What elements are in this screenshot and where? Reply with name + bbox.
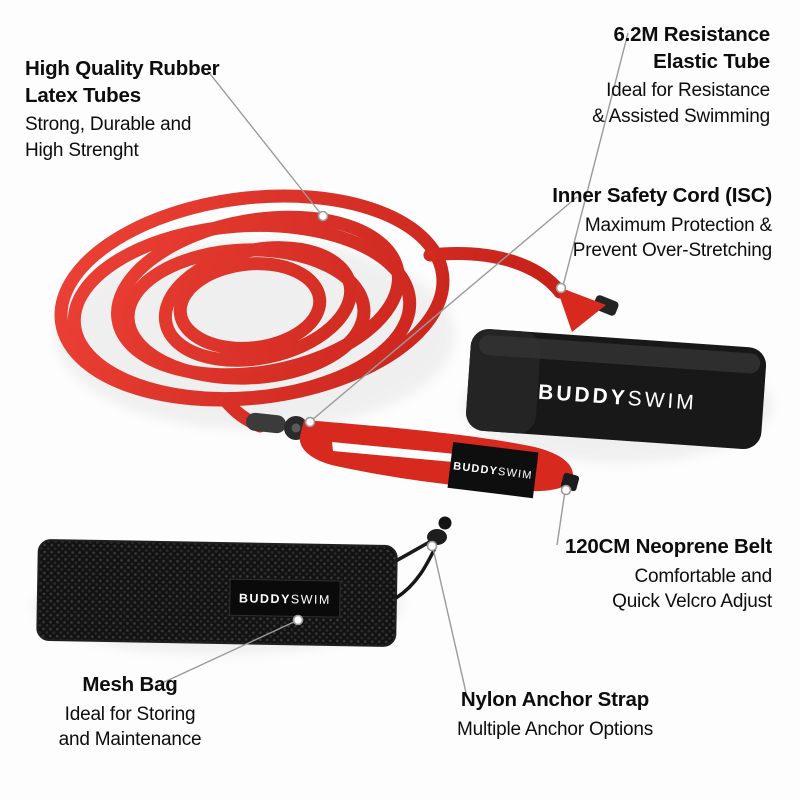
leader-anchor-strap	[432, 547, 468, 698]
leader-latex-tubes	[206, 69, 322, 215]
mesh-bag: BUDDYSWIM	[36, 539, 398, 647]
brand-light: SWIM	[291, 592, 331, 607]
callout-body: Strong, Durable and High Strenght	[25, 114, 192, 162]
leader-mesh-bag	[159, 620, 297, 685]
bag-drawstring-toggle	[393, 516, 452, 600]
callout-body: Ideal for Resistance & Assisted Swimming	[592, 80, 770, 128]
bag-brand-label: BUDDYSWIM	[239, 591, 331, 607]
callout-body: Comfortable and Quick Velcro Adjust	[612, 565, 772, 613]
callout-title: Nylon Anchor Strap	[460, 688, 650, 711]
callout-title: High Quality Rubber Latex Tubes	[25, 57, 220, 107]
callout-body: Multiple Anchor Options	[456, 718, 654, 740]
callout-neoprene-belt: 120CM Neoprene Belt Comfortable and Quic…	[565, 534, 772, 615]
neoprene-belt: BUDDYSWIM	[466, 329, 767, 450]
strap-label-patch	[447, 442, 539, 499]
leader-elastic-tube	[562, 32, 629, 287]
brand-light: SWIM	[497, 466, 533, 482]
tube-belt-attachment-loop	[556, 286, 606, 332]
callout-mesh-bag: Mesh Bag Ideal for Storing and Maintenan…	[50, 672, 210, 753]
callout-body: Ideal for Storing and Maintenance	[58, 703, 202, 751]
callout-latex-tubes: High Quality Rubber Latex Tubes Strong, …	[25, 56, 235, 164]
leader-dots	[292, 210, 572, 626]
brand-bold: BUDDY	[239, 591, 291, 606]
leader-neoprene-belt	[556, 490, 566, 546]
brand-light: SWIM	[627, 387, 698, 415]
dot-elastic-tube	[555, 282, 567, 294]
belt-top-fold	[478, 335, 761, 374]
red-elastic-tube-coil	[54, 189, 567, 433]
callout-title: Mesh Bag	[82, 673, 178, 696]
bag-label-patch	[229, 578, 341, 618]
callout-anchor-strap: Nylon Anchor Strap Multiple Anchor Optio…	[415, 687, 695, 742]
callout-safety-cord: Inner Safety Cord (ISC) Maximum Protecti…	[552, 183, 772, 264]
callout-title: Inner Safety Cord (ISC)	[552, 184, 772, 207]
callout-elastic-tube: 6.2M Resistance Elastic Tube Ideal for R…	[592, 22, 770, 130]
brand-bold: BUDDY	[452, 460, 498, 477]
callout-body: Maximum Protection & Prevent Over-Stretc…	[572, 214, 772, 262]
dot-anchor-strap	[426, 540, 438, 552]
tube-tail	[423, 246, 567, 299]
belt-attachment-buckle	[593, 295, 619, 316]
dot-mesh-bag	[292, 614, 304, 626]
dot-latex-tubes	[317, 210, 329, 222]
leader-safety-cord	[311, 196, 578, 421]
dot-neoprene-belt	[560, 484, 572, 496]
callout-title: 120CM Neoprene Belt	[565, 535, 772, 558]
leader-lines	[159, 32, 629, 698]
nylon-anchor-strap: BUDDYSWIM	[299, 420, 580, 499]
dot-safety-cord	[304, 416, 316, 428]
strap-brand-label: BUDDYSWIM	[452, 460, 533, 482]
callout-title: 6.2M Resistance Elastic Tube	[613, 23, 770, 73]
